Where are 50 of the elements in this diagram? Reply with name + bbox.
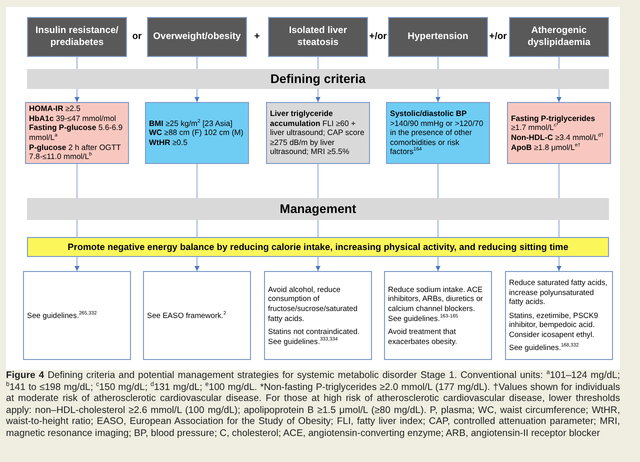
arrow	[316, 256, 320, 272]
box-text: Defining criteria	[270, 72, 366, 86]
section-band	[27, 69, 609, 89]
box-text: Atherogenic dyslipidaemia	[526, 25, 592, 49]
connector-line	[558, 56, 560, 70]
arrow	[74, 256, 80, 272]
figure-caption: Figure 4 Defining criteria and potential management strategies for systemic metabolic disorder Stage 1. Conventional units: $^{a}$101–124 mg/dL; $^{b}$141 to ≤198 mg/dL; $^{c}$150 mg/dL; $^{d}$131 mg/dL; $^{e}$100 mg/dL. *Non-fasting P-triglycerides ≥2.0 mmol/L (177 mg/dL). †Values shown for individuals at moderate risk of atherosclerotic cardiovascular disease. For those at high risk of atherosclerotic cardiovascular disease, lower thresholds apply: non–HDL-cholesterol ≥2.6 mmol/L (100 mg/dL); apolipoprotein B ≥1.5 μmol/L (≥80 mg/dL). P, plasma; WC, waist circumference; WtHR, waist-to-height ratio; EASO, European Association for the Study of Obesity; FLI, fatty liver index; CAP, controlled attenuation parameter; MRI, magnetic resonance imaging; BP, blood pressure; C, cholesterol; ACE, angiotensin-converting enzyme; ARB, angiotensin-II receptor blocker	[6, 370, 620, 440]
goal-band	[27, 237, 609, 257]
management-box	[143, 271, 251, 360]
management-box	[23, 271, 131, 360]
criteria-box	[386, 102, 490, 164]
arrow	[556, 256, 562, 272]
box-text: Promote negative energy balance by reducing calorie intake, increasing physical activity, and reducing sitting time	[68, 242, 568, 252]
condition-box	[147, 17, 247, 57]
criteria-box	[145, 102, 249, 164]
management-box	[264, 271, 372, 360]
connector-line	[76, 56, 78, 70]
box-text: Isolated liver steatosis	[288, 25, 348, 49]
connector-line	[558, 164, 560, 198]
condition-box	[27, 17, 127, 57]
arrow	[194, 256, 200, 272]
connective-label: +/or	[489, 31, 507, 42]
box-text: Management	[280, 202, 356, 216]
connective-label: +/or	[369, 31, 387, 42]
arrow	[436, 256, 440, 272]
arrow	[436, 88, 440, 102]
criteria-box	[507, 102, 611, 164]
arrow	[74, 88, 80, 102]
management-box	[384, 271, 492, 360]
connector-line	[196, 164, 198, 198]
criteria-box	[25, 102, 129, 164]
connector-line	[196, 220, 198, 238]
condition-box	[268, 17, 368, 57]
connector-line	[76, 164, 78, 198]
condition-box	[509, 17, 609, 57]
condition-box	[388, 17, 488, 57]
management-box	[505, 271, 613, 360]
box-text: Hypertension	[408, 31, 468, 43]
connector-line	[558, 220, 560, 238]
arrow	[316, 88, 320, 102]
box-text: Overweight/obesity	[153, 31, 241, 43]
connective-label: or	[132, 31, 142, 42]
section-band	[27, 198, 609, 220]
box-text: Insulin resistance/ prediabetes	[34, 25, 120, 49]
arrow	[556, 88, 562, 102]
connector-line	[76, 220, 78, 238]
connective-label: +	[254, 31, 260, 42]
connector-line	[196, 56, 198, 70]
arrow	[194, 88, 200, 102]
criteria-box	[266, 102, 370, 164]
